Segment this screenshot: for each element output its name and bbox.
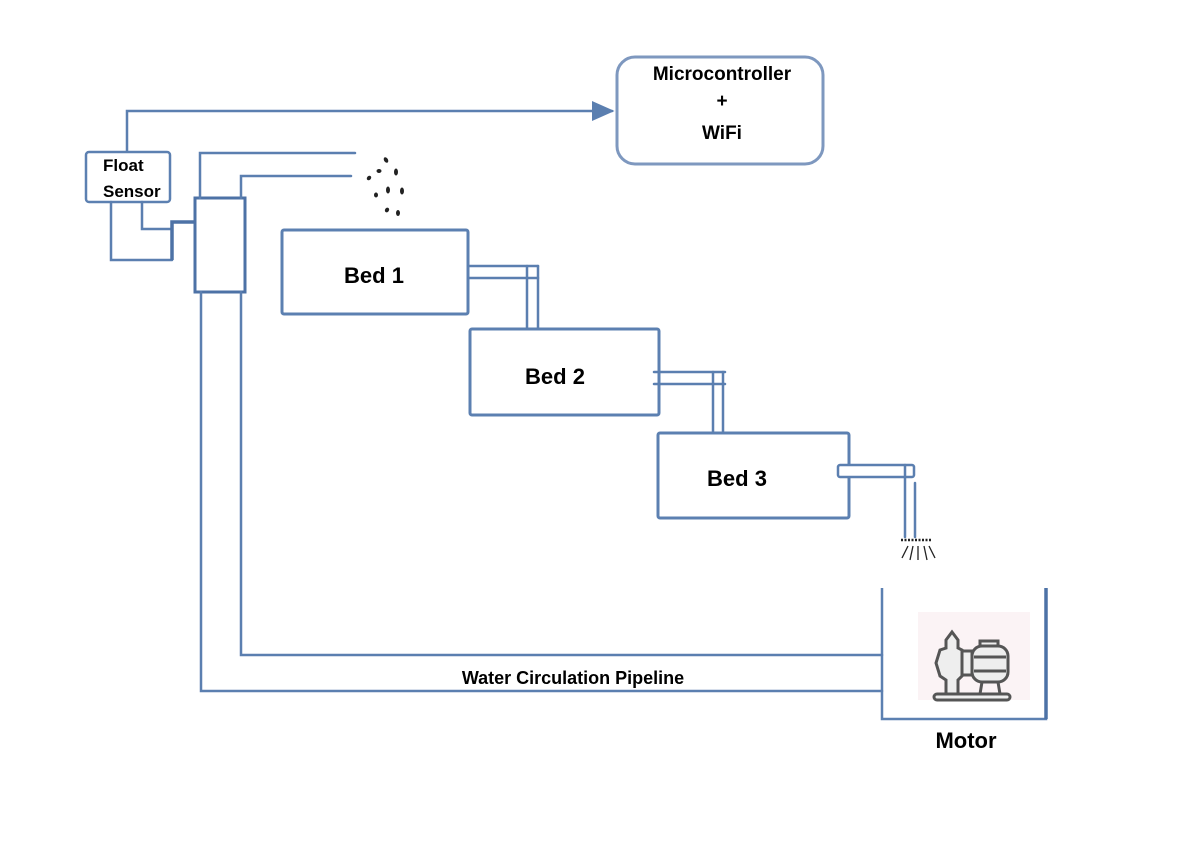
float-sensor-node: Float Sensor <box>84 150 172 204</box>
wifi-label: WiFi <box>702 123 742 144</box>
valve-tank <box>193 196 247 294</box>
motor-tank <box>880 588 1048 721</box>
water-pump-icon <box>918 612 1030 702</box>
signal-line <box>125 101 615 155</box>
microcontroller-plus: + <box>716 91 727 112</box>
seeds-icon <box>366 157 404 216</box>
microcontroller-label: Microcontroller <box>653 64 792 85</box>
bed-2-node: Bed 2 <box>468 327 661 417</box>
inlet-pipes <box>198 151 357 200</box>
water-spray-icon <box>901 538 936 561</box>
bed-2-label: Bed 2 <box>525 364 585 389</box>
float-sensor-label-1: Float <box>103 156 144 175</box>
bed-3-label: Bed 3 <box>707 466 767 491</box>
bed-3-node: Bed 3 <box>656 431 851 520</box>
bed-1-node: Bed 1 <box>280 228 470 316</box>
pipeline-label: Water Circulation Pipeline <box>462 668 684 688</box>
bed-1-label: Bed 1 <box>344 263 404 288</box>
overflow-pipe-1 <box>466 264 540 330</box>
drain-pipe <box>836 463 917 539</box>
float-sensor-connection <box>109 196 247 294</box>
motor-label: Motor <box>935 728 997 753</box>
float-sensor-label-2: Sensor <box>103 182 161 201</box>
microcontroller-node: Microcontroller + WiFi <box>615 55 825 166</box>
overflow-pipe-2 <box>652 370 727 436</box>
water-circulation-pipeline <box>199 290 884 693</box>
